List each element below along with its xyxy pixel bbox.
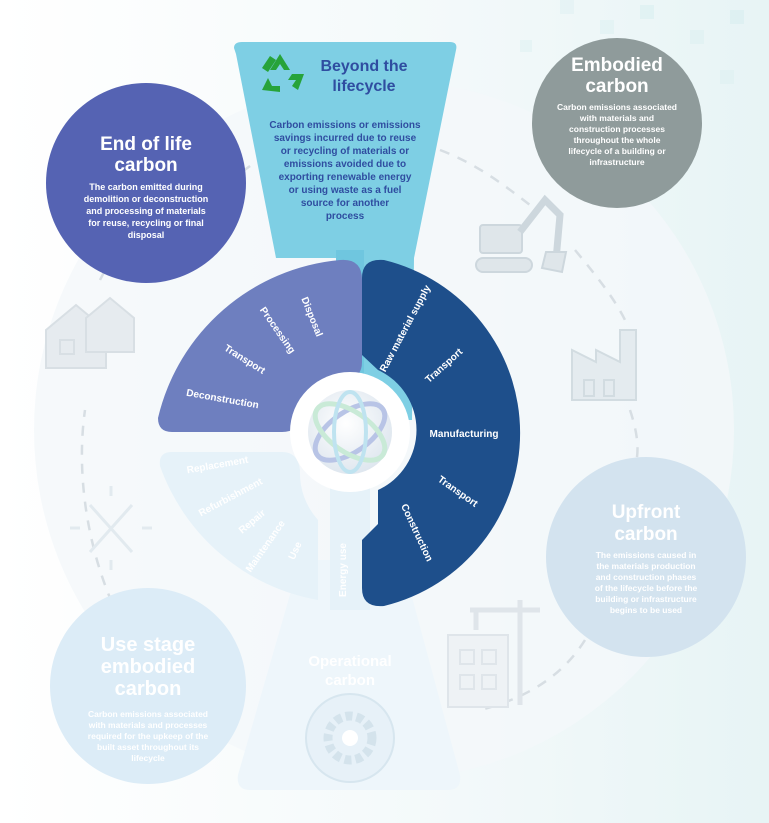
excavator-icon <box>475 194 568 274</box>
upfront-carbon-circle <box>546 457 746 657</box>
use-stage-body: Carbon emissions associated with materia… <box>88 709 209 763</box>
houses-icon <box>45 296 135 369</box>
embodied-title-line1: Embodied <box>571 55 663 76</box>
embodied-body-line: infrastructure <box>589 157 645 167</box>
upfront-body-line: and construction phases <box>596 572 697 582</box>
end-of-life-body-line: The carbon emitted during <box>89 182 203 192</box>
end-of-life-title-line2: carbon <box>114 155 177 176</box>
upfront-title-line1: Upfront <box>612 502 681 523</box>
use-stage-circle <box>50 588 246 784</box>
use-stage-body-line: with materials and processes <box>88 720 208 730</box>
energy-use-label: Energy use <box>338 543 349 597</box>
use-stage-body-line: Carbon emissions associated <box>88 709 208 719</box>
upfront-body-line: building or infrastructure <box>595 594 697 604</box>
embodied-body-line: throughout the whole <box>574 135 661 145</box>
use-stage-title-line1: Use stage <box>101 634 196 656</box>
embodied-body-line: lifecycle of a building or <box>568 146 666 156</box>
beyond-body-line: emissions avoided due to <box>284 159 406 170</box>
upfront-stages-wedge <box>362 259 521 607</box>
beyond-body-line: exporting renewable energy <box>279 172 412 183</box>
beyond-body-line: savings incurred due to reuse <box>274 133 417 144</box>
use-stage-title-line2: embodied <box>101 656 195 678</box>
embodied-title-line2: carbon <box>585 76 648 97</box>
embodied-body-line: construction processes <box>569 124 665 134</box>
use-stages-wedge <box>159 452 318 600</box>
end-of-life-body: The carbon emitted during demolition or … <box>84 182 209 240</box>
lifecycle-sphere-icon <box>290 372 410 492</box>
upfront-body-line: begins to be used <box>610 605 682 615</box>
end-of-life-body-line: for reuse, recycling or final <box>88 218 204 228</box>
tools-icon <box>70 486 152 570</box>
embodied-body: Carbon emissions associated with materia… <box>557 102 677 167</box>
beyond-body-line: source for another <box>301 198 389 209</box>
operational-title-line1: Operational <box>308 653 391 670</box>
beyond-body-line: process <box>326 211 365 222</box>
background-pattern <box>520 0 744 84</box>
stage-label-manufacturing: Manufacturing <box>430 429 499 440</box>
construction-crane-icon <box>447 600 540 708</box>
embodied-carbon-circle <box>532 38 702 208</box>
recycle-icon <box>262 54 304 92</box>
end-of-life-circle <box>46 83 246 283</box>
use-stage-body-line: required for the upkeep of the <box>88 731 209 741</box>
embodied-body-line: Carbon emissions associated <box>557 102 677 112</box>
operational-carbon-shape <box>237 560 461 790</box>
end-of-life-body-line: demolition or deconstruction <box>84 194 209 204</box>
end-of-life-body-line: and processing of materials <box>86 206 206 216</box>
upfront-title-line2: carbon <box>614 524 677 545</box>
upfront-body-line: of the lifecycle before the <box>595 583 698 593</box>
upfront-body-line: The emissions caused in <box>596 550 697 560</box>
beyond-body-line: Carbon emissions or emissions <box>269 120 421 131</box>
beyond-title-line2: lifecycle <box>332 78 395 95</box>
end-of-life-title-line1: End of life <box>100 134 192 155</box>
upfront-body: The emissions caused in the materials pr… <box>595 550 698 615</box>
upfront-body-line: the materials production <box>596 561 695 571</box>
gear-icon <box>305 693 395 783</box>
embodied-body-line: with materials and <box>579 113 654 123</box>
use-stage-title-line3: carbon <box>115 678 182 700</box>
beyond-body-line: or recycling of materials or <box>281 146 409 157</box>
use-stage-body-line: lifecycle <box>131 753 165 763</box>
beyond-body-line: or using waste as a fuel <box>289 185 402 196</box>
beyond-title-line1: Beyond the <box>320 58 407 75</box>
use-stage-body-line: built asset throughout its <box>97 742 199 752</box>
factory-icon <box>571 329 637 401</box>
beyond-body: Carbon emissions or emissions savings in… <box>269 120 421 222</box>
end-of-life-body-line: disposal <box>128 230 165 240</box>
operational-title-line2: carbon <box>325 672 375 689</box>
